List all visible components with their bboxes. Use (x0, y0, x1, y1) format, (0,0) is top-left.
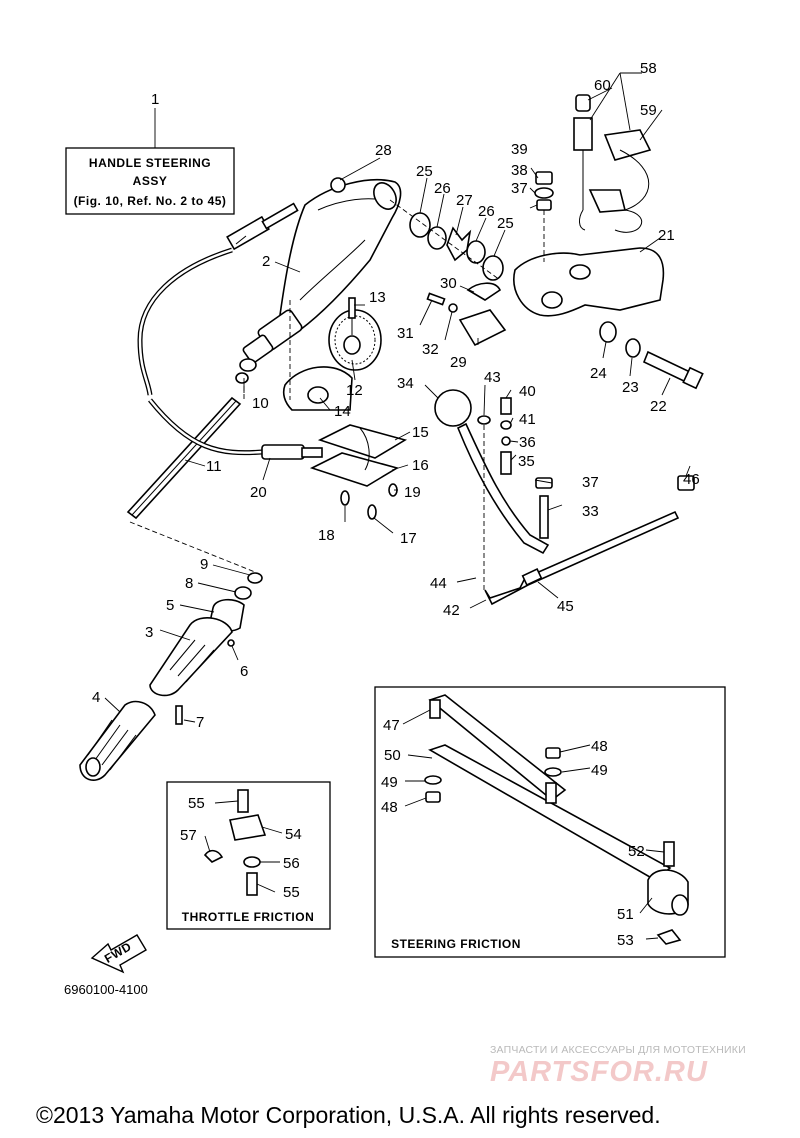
callout-59: 59 (640, 102, 657, 119)
callout-53: 53 (617, 932, 634, 949)
handle-assy-line-2: ASSY (133, 174, 168, 188)
callout-31: 31 (397, 325, 414, 342)
callout-37b: 37 (582, 474, 599, 491)
throttle-grip-parts (79, 572, 263, 781)
stop-switch (573, 94, 652, 233)
callout-49a: 49 (591, 762, 608, 779)
callout-57: 57 (180, 827, 197, 844)
callout-numbers: 1 2 3 4 5 6 7 8 9 10 11 12 13 14 15 16 1… (92, 60, 700, 949)
throttle-cable (137, 202, 299, 396)
callout-42: 42 (443, 602, 460, 619)
callout-21: 21 (658, 227, 675, 244)
callout-33: 33 (582, 503, 599, 520)
handle-steering-assy-box: HANDLE STEERING ASSY (Fig. 10, Ref. No. … (65, 108, 235, 215)
callout-38: 38 (511, 162, 528, 179)
callout-19: 19 (404, 484, 421, 501)
steering-bracket (513, 247, 665, 317)
fwd-arrow: FWD (90, 934, 147, 974)
callout-39: 39 (511, 141, 528, 158)
callout-55b: 55 (283, 884, 300, 901)
shift-lever (434, 389, 553, 590)
callout-15: 15 (412, 424, 429, 441)
callout-9: 9 (200, 556, 208, 573)
document-code: 6960100-4100 (64, 982, 148, 997)
callout-27: 27 (456, 192, 473, 209)
callout-44: 44 (430, 575, 447, 592)
callout-58: 58 (640, 60, 657, 77)
callout-29: 29 (450, 354, 467, 371)
callout-10: 10 (252, 395, 269, 412)
friction-bracket (426, 282, 507, 347)
callout-25b: 25 (497, 215, 514, 232)
callout-17: 17 (400, 530, 417, 547)
callout-45: 45 (557, 598, 574, 615)
callout-37a: 37 (511, 180, 528, 197)
callout-3: 3 (145, 624, 153, 641)
callout-41: 41 (519, 411, 536, 428)
shift-rod (484, 475, 695, 606)
callout-48b: 48 (381, 799, 398, 816)
callout-5: 5 (166, 597, 174, 614)
handle-assy-line-1: HANDLE STEERING (89, 156, 211, 170)
callout-54: 54 (285, 826, 302, 843)
callout-7: 7 (196, 714, 204, 731)
lower-cable (148, 398, 323, 460)
callout-23: 23 (622, 379, 639, 396)
watermark-logo: PARTSFOR.RU (490, 1056, 708, 1088)
callout-56: 56 (283, 855, 300, 872)
steering-friction-box: STEERING FRICTION (374, 686, 726, 958)
callout-51: 51 (617, 906, 634, 923)
callout-28: 28 (375, 142, 392, 159)
friction-disc (282, 366, 353, 411)
callout-13: 13 (369, 289, 386, 306)
throttle-shaft (126, 372, 249, 520)
callout-36: 36 (519, 434, 536, 451)
callout-43: 43 (484, 369, 501, 386)
throttle-friction-label: THROTTLE FRICTION (182, 910, 314, 924)
callout-32: 32 (422, 341, 439, 358)
callout-11: 11 (206, 458, 222, 475)
callout-1: 1 (151, 91, 159, 108)
bracket-plates (309, 424, 408, 520)
top-nuts (534, 171, 554, 262)
callout-34: 34 (397, 375, 414, 392)
callout-26a: 26 (434, 180, 451, 197)
callout-20: 20 (250, 484, 267, 501)
callout-12: 12 (346, 382, 363, 399)
handle-assy-line-3: (Fig. 10, Ref. No. 2 to 45) (74, 194, 227, 208)
steering-friction-label: STEERING FRICTION (391, 937, 521, 951)
throttle-friction-box: THROTTLE FRICTION (166, 781, 331, 930)
callout-24: 24 (590, 365, 607, 382)
callout-14: 14 (334, 403, 351, 420)
callout-16: 16 (412, 457, 429, 474)
callout-55a: 55 (188, 795, 205, 812)
washer-stack (330, 177, 504, 281)
callout-8: 8 (185, 575, 193, 592)
tiller-handle (239, 178, 402, 372)
watermark-tagline: ЗАПЧАСТИ И АКСЕССУАРЫ ДЛЯ МОТОТЕХНИКИ (490, 1044, 746, 1056)
pulley-assembly (328, 297, 382, 371)
callout-18: 18 (318, 527, 335, 544)
callout-40: 40 (519, 383, 536, 400)
callout-52: 52 (628, 843, 645, 860)
callout-48a: 48 (591, 738, 608, 755)
pivot-bolt (599, 321, 704, 390)
callout-26b: 26 (478, 203, 495, 220)
callout-49b: 49 (381, 774, 398, 791)
callout-4: 4 (92, 689, 100, 706)
callout-60: 60 (594, 77, 611, 94)
callout-46: 46 (683, 471, 700, 488)
copyright-notice: ©2013 Yamaha Motor Corporation, U.S.A. A… (36, 1102, 661, 1128)
callout-50: 50 (384, 747, 401, 764)
callout-2: 2 (262, 253, 270, 270)
callout-30: 30 (440, 275, 457, 292)
callout-35: 35 (518, 453, 535, 470)
leader-lines (104, 72, 691, 940)
callout-47: 47 (383, 717, 400, 734)
callout-25a: 25 (416, 163, 433, 180)
callout-6: 6 (240, 663, 248, 680)
callout-22: 22 (650, 398, 667, 415)
